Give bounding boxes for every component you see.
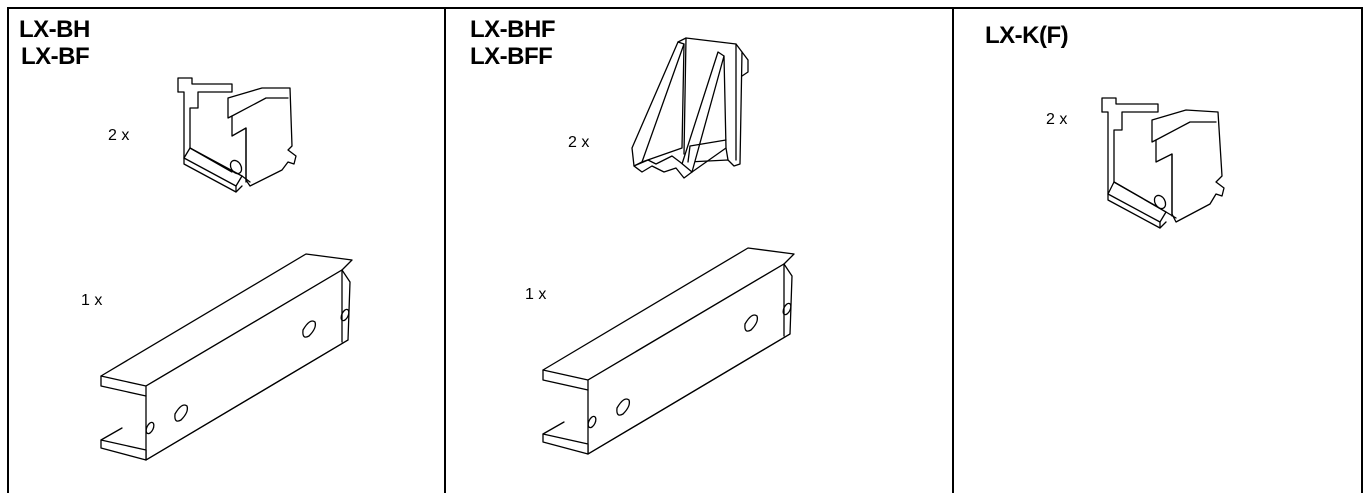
frame-top-border xyxy=(7,7,1363,9)
quantity-label: 2 x xyxy=(568,134,590,151)
frame-left-border xyxy=(7,7,9,493)
frame-right-border xyxy=(1361,7,1363,493)
channel-rail-icon xyxy=(542,247,795,455)
quantity-label: 1 x xyxy=(81,292,103,309)
channel-rail-icon xyxy=(100,253,353,461)
panel-title-2a: LX-BHF xyxy=(470,16,555,43)
panel-divider-2 xyxy=(952,7,954,493)
quantity-label: 1 x xyxy=(525,286,547,303)
u-bracket-icon xyxy=(177,77,297,193)
panel-divider-1 xyxy=(444,7,446,493)
panel-title-1a: LX-BH xyxy=(19,16,90,43)
u-bracket-icon xyxy=(1101,97,1225,229)
panel-title-3: LX-K(F) xyxy=(985,22,1069,49)
quantity-label: 2 x xyxy=(108,127,130,144)
triangular-bracket-icon xyxy=(631,37,749,179)
panel-title-2b: LX-BFF xyxy=(470,43,553,70)
panel-title-1b: LX-BF xyxy=(21,43,90,70)
quantity-label: 2 x xyxy=(1046,111,1068,128)
